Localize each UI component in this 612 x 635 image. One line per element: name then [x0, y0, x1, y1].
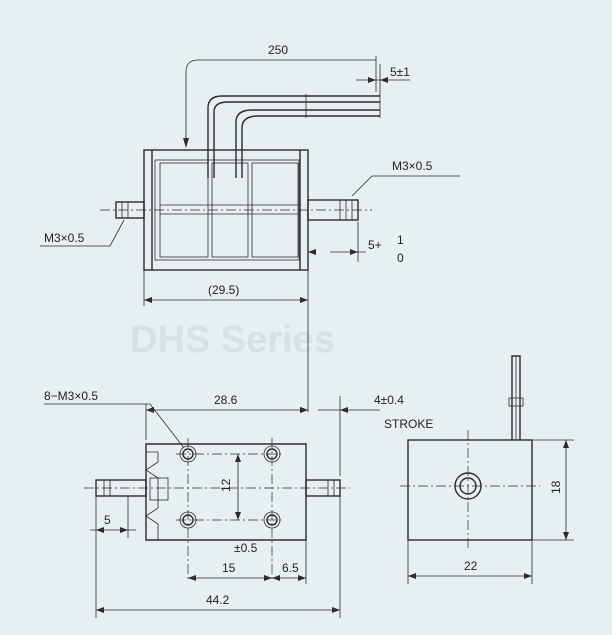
lead-wire-4: [241, 115, 380, 178]
dim-overall-length: 44.2: [206, 593, 230, 607]
dim-thread-left: M3×0.5: [44, 231, 85, 245]
dim-frame-length: 28.6: [214, 393, 238, 407]
dim-stroke-tol-top-a: 1: [397, 233, 404, 247]
dim-shaft-end: 5: [104, 513, 111, 527]
dim-lead-strip: 5±1: [390, 65, 410, 79]
dim-stroke-label: STROKE: [384, 417, 433, 431]
lead-wire-3: [235, 109, 380, 178]
background-series-text: DHS Series: [130, 319, 335, 361]
dim-lead-length: 250: [268, 43, 288, 57]
dim-thread-right: M3×0.5: [392, 159, 433, 173]
lead-wire-1: [207, 95, 380, 178]
dim-end-height: 18: [549, 480, 563, 494]
dim-hole-pitch-h: 15: [222, 561, 236, 575]
dim-stroke-value: 4±0.4: [374, 393, 404, 407]
background-text: DHS Series: [130, 319, 335, 361]
top-shaft-right: [307, 199, 359, 221]
dim-mount-holes: 8−M3×0.5: [44, 389, 98, 403]
end-frame: [407, 439, 533, 541]
dim-hole-offset: 6.5: [282, 561, 299, 575]
top-view: 250 5±1 M3×0.5 M3×0.5 5+ 1 0 (29.5): [40, 43, 460, 412]
lead-wire-2: [213, 101, 380, 178]
dim-body-length: (29.5): [208, 283, 239, 297]
dim-stroke-tol-top: 5+: [368, 238, 382, 252]
front-view: 8−M3×0.5 28.6 4±0.4 STROKE 12 ±0.5 15 6.…: [44, 389, 433, 618]
dim-end-width: 22: [464, 559, 478, 573]
dim-stroke-tol-top-b: 0: [397, 251, 404, 265]
dim-hole-tol: ±0.5: [234, 541, 258, 555]
end-view: 18 22: [400, 355, 574, 584]
dim-hole-pitch-v: 12: [219, 478, 233, 492]
